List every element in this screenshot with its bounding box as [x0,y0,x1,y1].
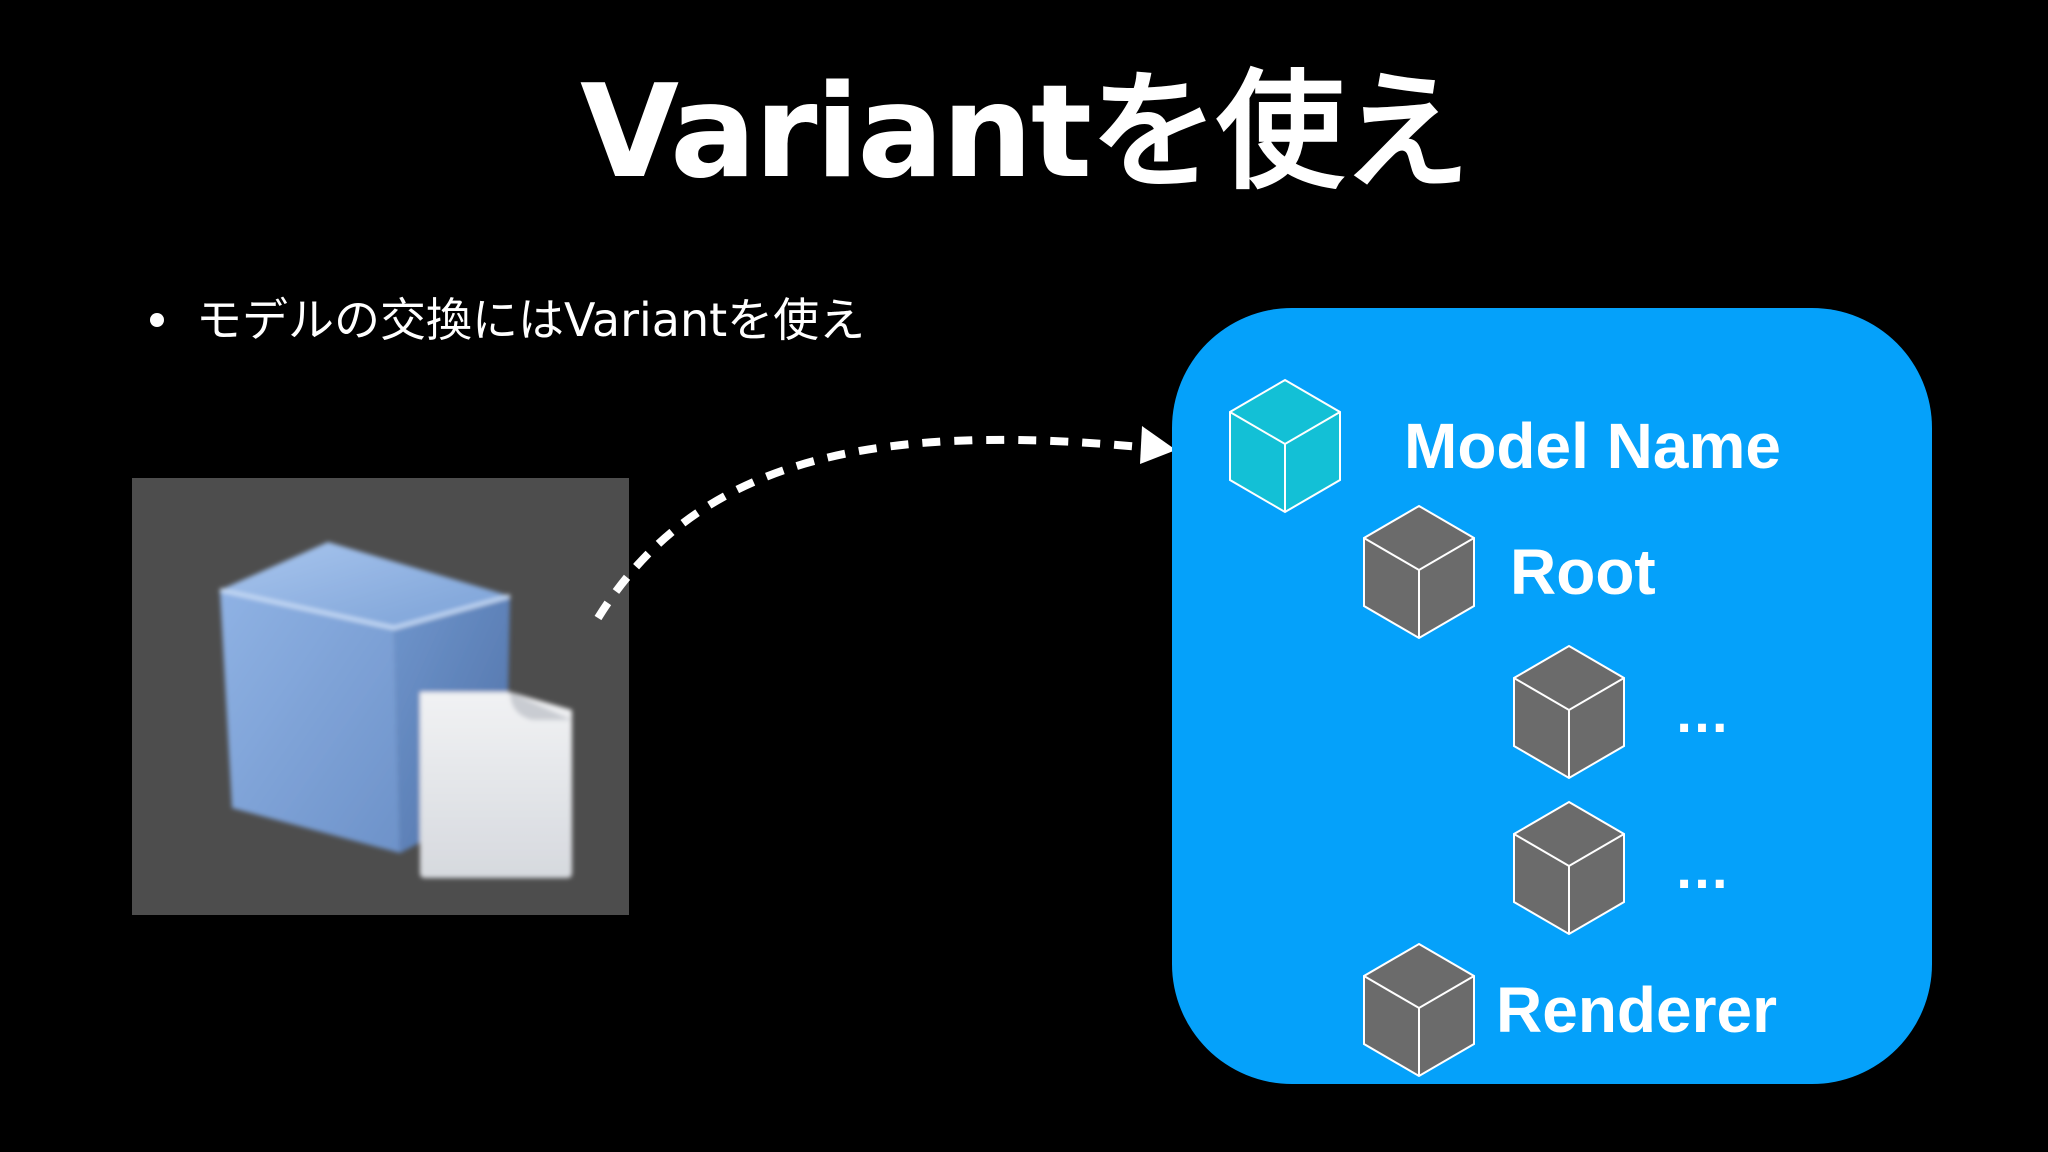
hierarchy-node-child-2[interactable]: … [1510,798,1730,938]
hierarchy-panel: Model Name Root … … [1172,308,1932,1084]
node-label: Renderer [1496,974,1777,1046]
gray-cube-icon [1363,504,1475,640]
cyan-cube-icon [1229,378,1341,514]
gray-cube-icon [1363,942,1475,1078]
hierarchy-node-root[interactable]: Root [1360,502,1656,642]
prefab-variant-icon [219,542,572,878]
hierarchy-node-model-name[interactable]: Model Name [1226,376,1781,516]
node-label: Root [1510,536,1656,608]
hierarchy-node-child-1[interactable]: … [1510,642,1730,782]
node-label: Model Name [1404,410,1781,482]
bullet-dot-icon [150,313,164,327]
hierarchy-node-renderer[interactable]: Renderer [1360,940,1777,1080]
bullet-text: モデルの交換にはVariantを使え [196,293,866,347]
node-label: … [1674,680,1730,744]
slide-title: Variantを使え [579,58,1470,207]
prefab-variant-tile [132,478,629,915]
arrowhead-icon [1140,426,1176,464]
node-label: … [1674,836,1730,900]
bullet-item: モデルの交換にはVariantを使え [150,290,865,350]
gray-cube-icon [1513,644,1625,780]
gray-cube-icon [1513,800,1625,936]
